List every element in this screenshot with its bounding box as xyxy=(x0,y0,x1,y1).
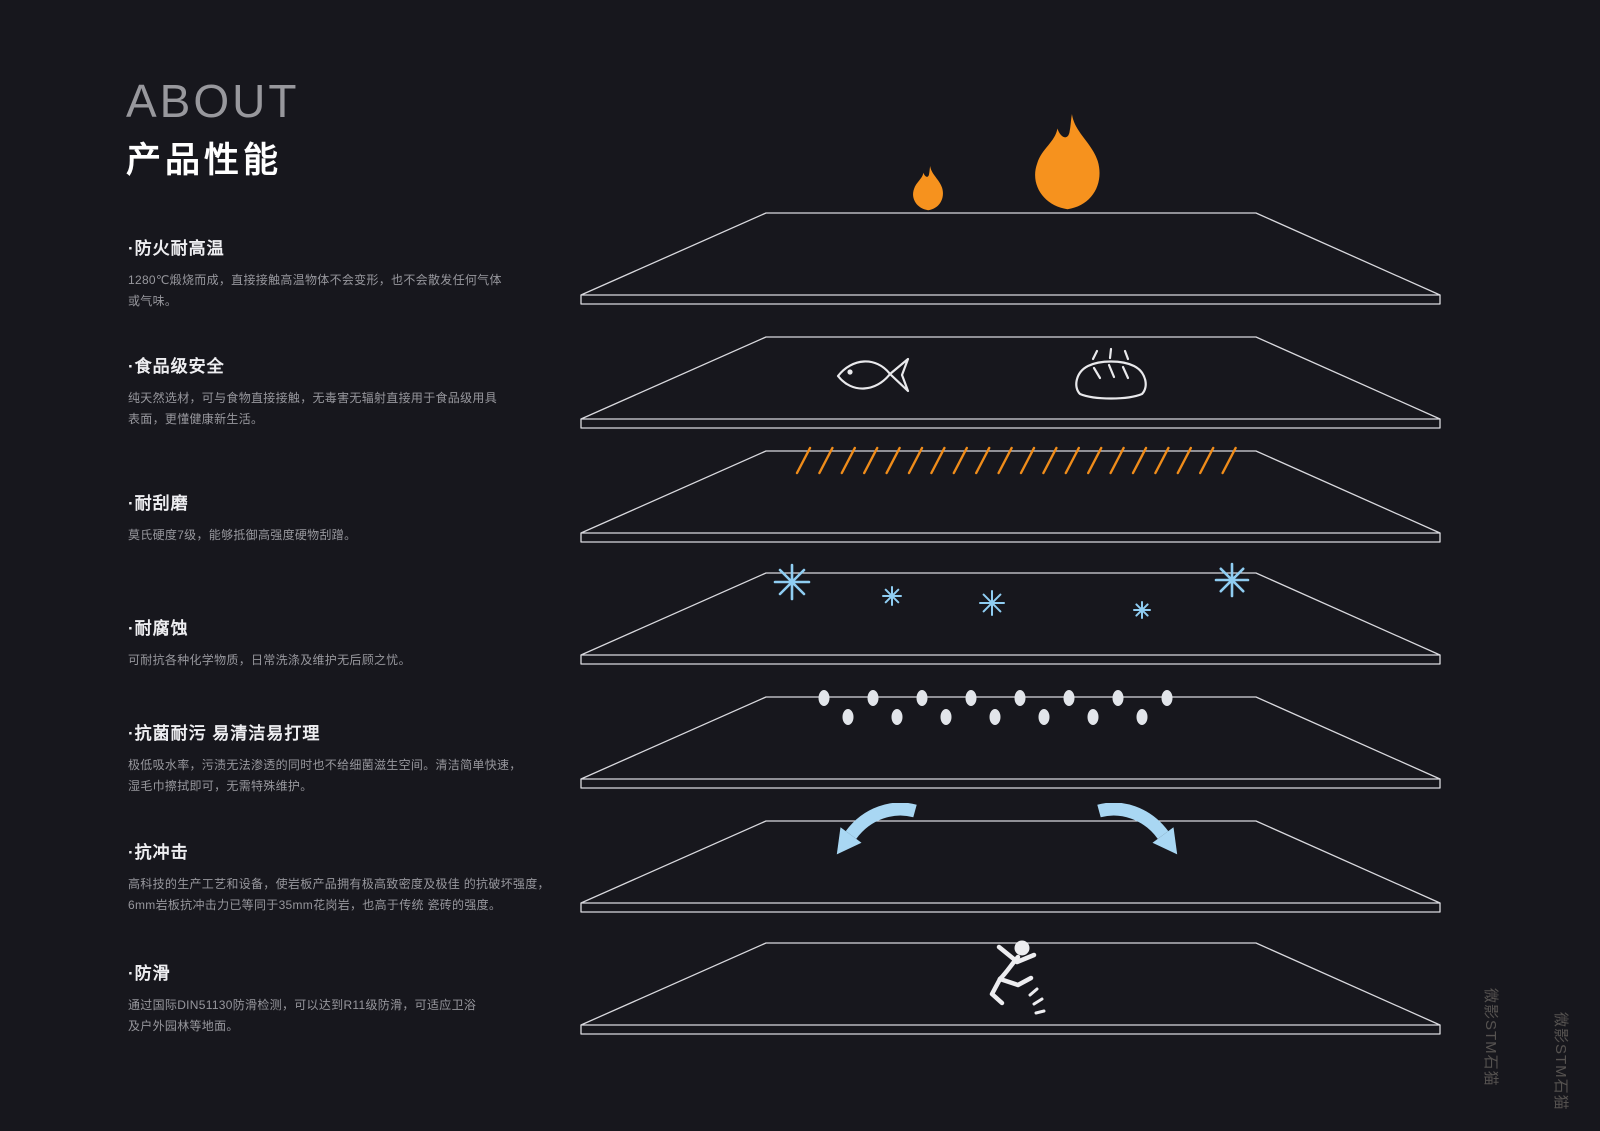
feature-desc: 莫氏硬度7级，能够抵御高强度硬物刮蹭。 xyxy=(128,528,357,542)
bread-icon xyxy=(1075,347,1147,400)
watermark: 微影STM石猫 xyxy=(1552,1012,1569,1111)
feature-title: ·抗菌耐污 易清洁易打理 xyxy=(128,724,321,743)
page-title: 产品性能 xyxy=(126,141,283,180)
feature-title: ·耐刮磨 xyxy=(128,494,189,513)
feature-title: ·防滑 xyxy=(128,964,171,983)
sparkles-icon xyxy=(773,562,1250,619)
feature-title: ·防火耐高温 xyxy=(128,239,225,258)
fish-and-bread-icon xyxy=(836,347,1147,400)
feature-food-safety: ·食品级安全 纯天然选材，可与食物直接接触，无毒害无辐射直接用于食品级用具 表面… xyxy=(128,352,628,430)
slab-layer-1 xyxy=(580,212,1441,305)
feature-scratch-resistance: ·耐刮磨 莫氏硬度7级，能够抵御高强度硬物刮蹭。 xyxy=(128,489,628,546)
about-label: ABOUT xyxy=(126,75,300,127)
feature-desc: 高科技的生产工艺和设备，使岩板产品拥有极高致密度及极佳 的抗破坏强度， 6mm岩… xyxy=(128,877,550,912)
feature-corrosion-resistance: ·耐腐蚀 可耐抗各种化学物质，日常洗涤及维护无后顾之忧。 xyxy=(128,614,628,671)
droplets-icon xyxy=(818,690,1173,725)
feature-fire-resistance: ·防火耐高温 1280℃煅烧而成，直接接触高温物体不会变形，也不会散发任何气体 … xyxy=(128,234,628,312)
feature-title: ·耐腐蚀 xyxy=(128,619,189,638)
feature-desc: 可耐抗各种化学物质，日常洗涤及维护无后顾之忧。 xyxy=(128,653,411,667)
feature-title: ·抗冲击 xyxy=(128,843,189,862)
feature-anti-slip: ·防滑 通过国际DIN51130防滑检测，可以达到R11级防滑，可适应卫浴 及户… xyxy=(128,959,628,1037)
feature-antibacterial: ·抗菌耐污 易清洁易打理 极低吸水率，污渍无法渗透的同时也不给细菌滋生空间。清洁… xyxy=(128,719,628,797)
bounce-arrows-icon xyxy=(836,803,1178,855)
flame-icon xyxy=(913,114,1100,211)
feature-title: ·食品级安全 xyxy=(128,357,225,376)
fish-icon xyxy=(836,357,910,393)
feature-impact-resistance: ·抗冲击 高科技的生产工艺和设备，使岩板产品拥有极高致密度及极佳 的抗破坏强度，… xyxy=(128,838,628,916)
scratch-marks-icon xyxy=(795,446,1237,475)
feature-desc: 极低吸水率，污渍无法渗透的同时也不给细菌滋生空间。清洁简单快速， 湿毛巾擦拭即可… xyxy=(128,758,522,793)
feature-desc: 通过国际DIN51130防滑检测，可以达到R11级防滑，可适应卫浴 及户外园林等… xyxy=(128,998,477,1033)
slipping-person-icon xyxy=(989,940,1046,1015)
feature-desc: 纯天然选材，可与食物直接接触，无毒害无辐射直接用于食品级用具 表面，更懂健康新生… xyxy=(128,391,498,426)
watermark: 微影STM石猫 xyxy=(1482,988,1499,1087)
feature-desc: 1280℃煅烧而成，直接接触高温物体不会变形，也不会散发任何气体 或气味。 xyxy=(128,273,502,308)
